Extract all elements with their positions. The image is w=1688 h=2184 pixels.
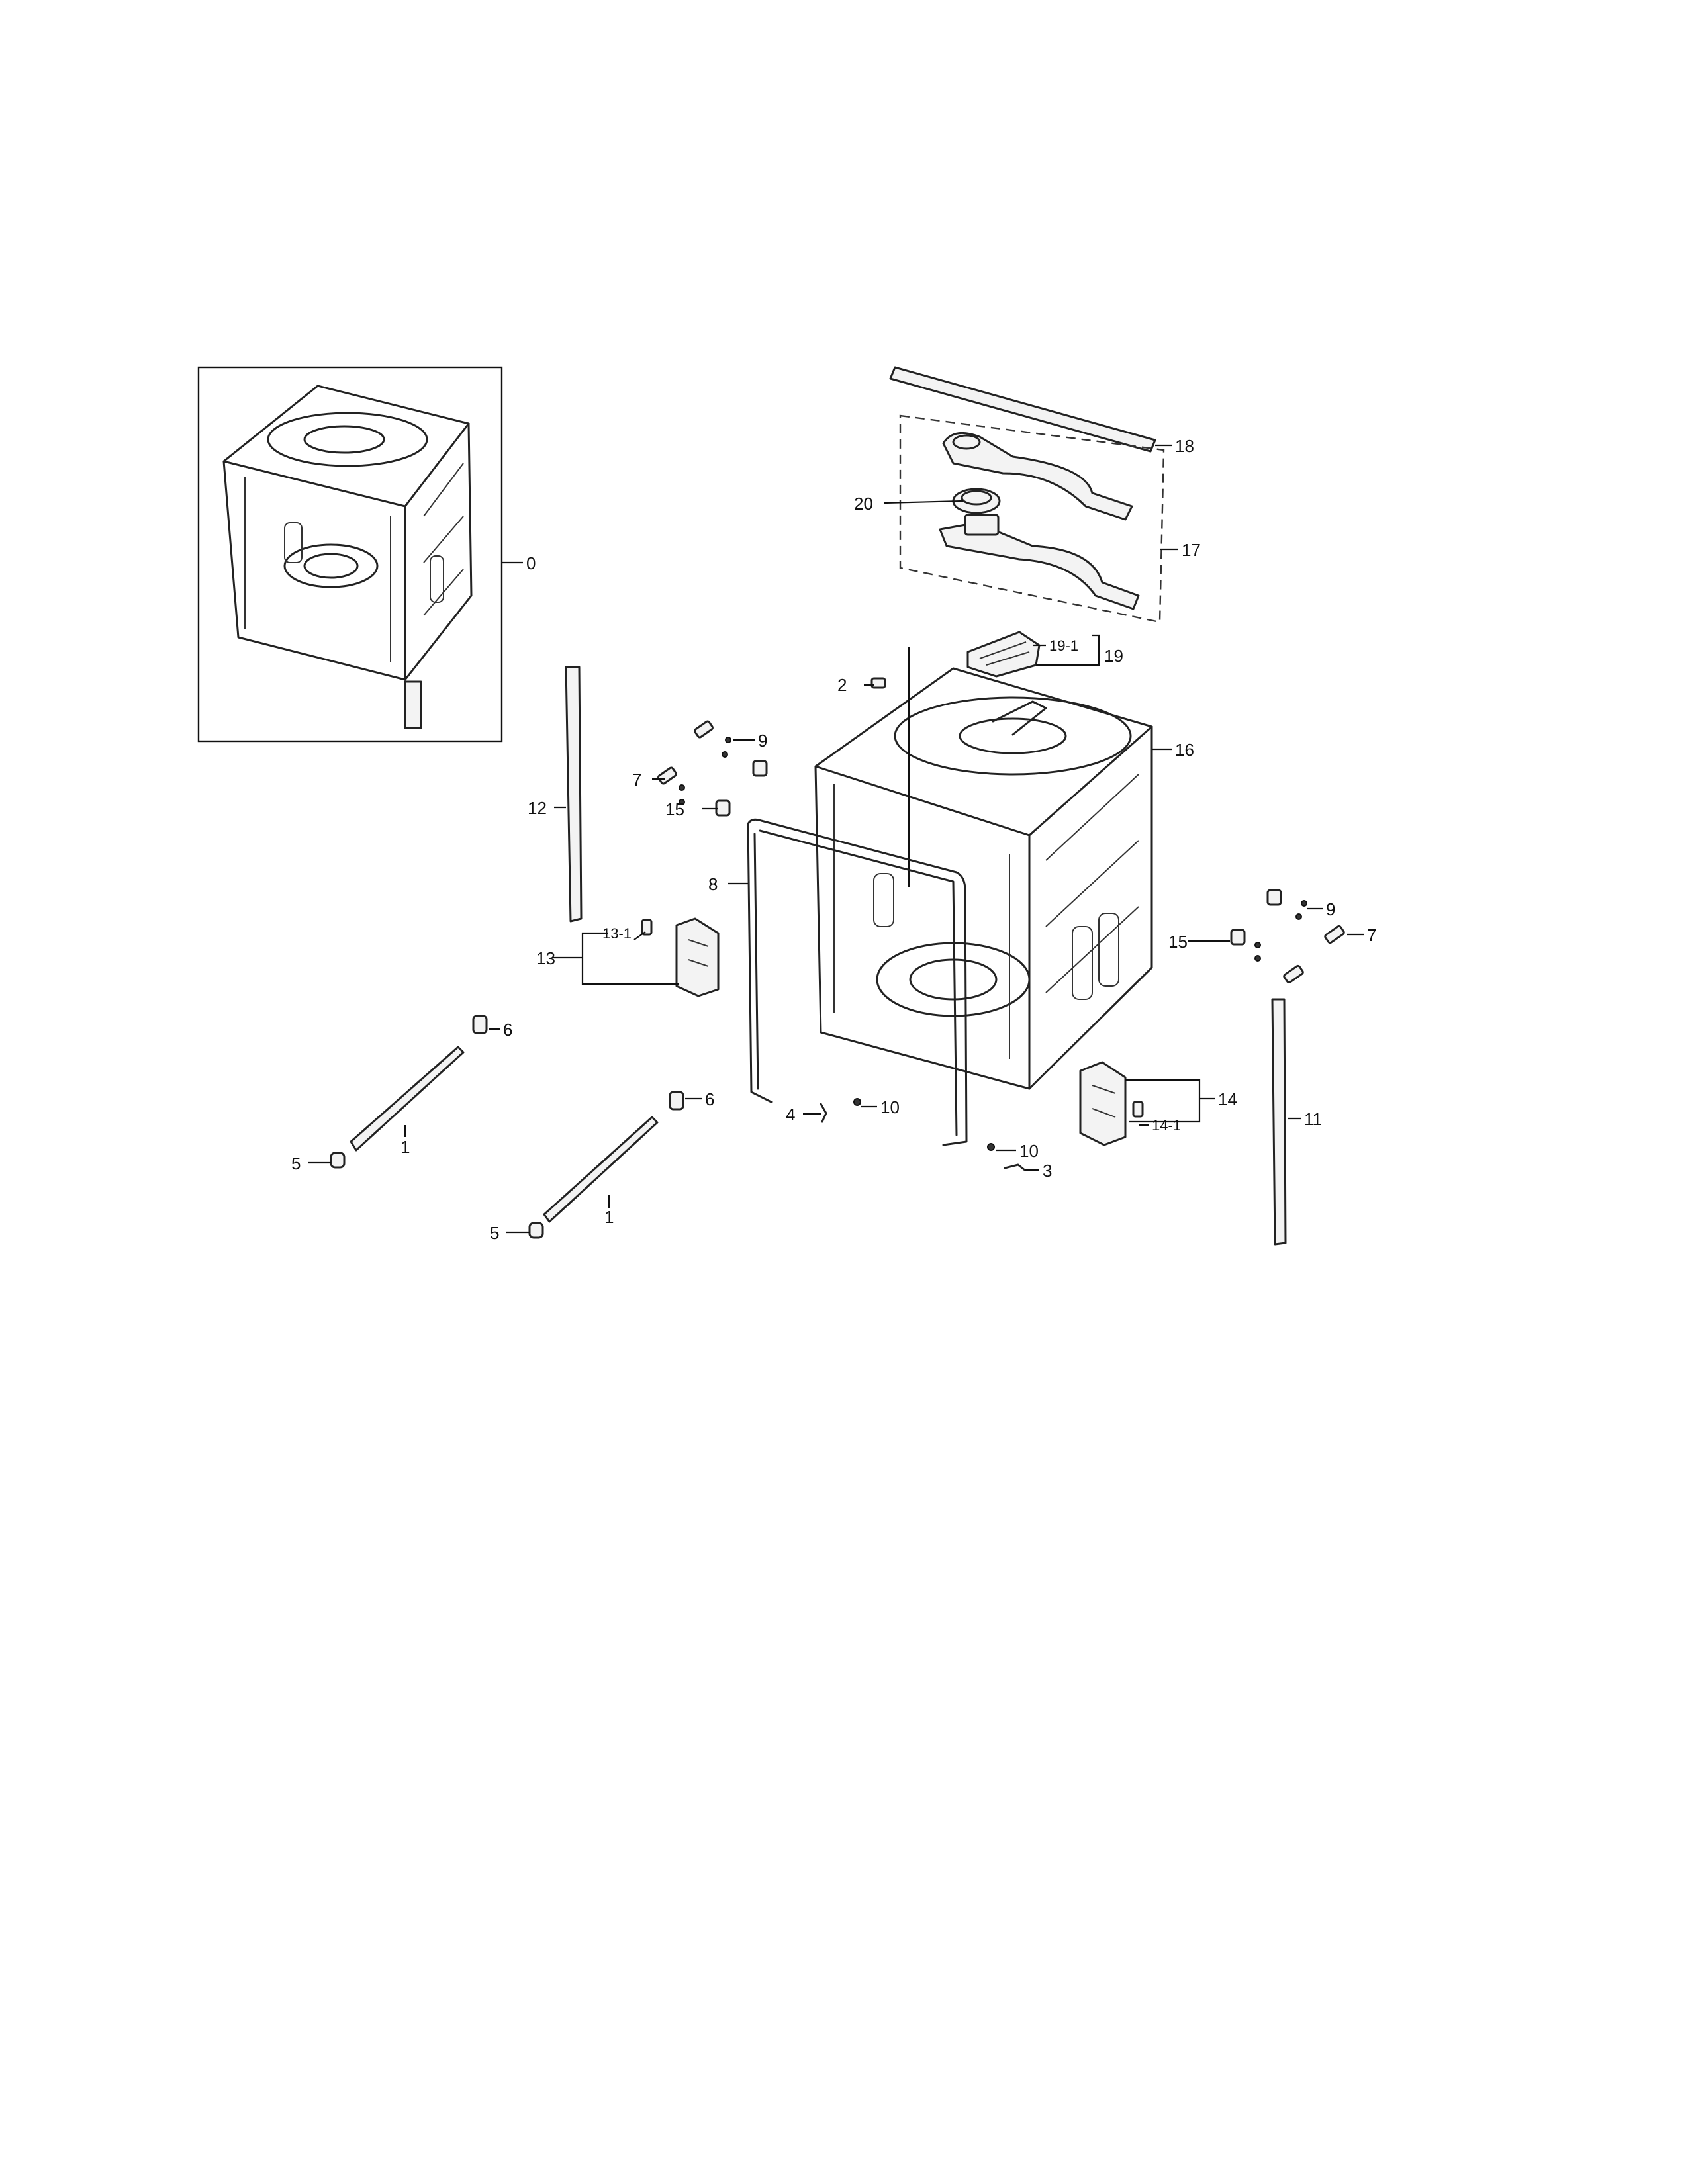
part-16-main-tub: [814, 667, 1153, 1090]
callout-10-upper: 10: [880, 1097, 900, 1117]
callout-20: 20: [854, 494, 873, 514]
part-12-side-rail: [565, 666, 583, 923]
callout-labels: 0 18 17 20 19-1 19 2 16 9 7 15 12 8 13-1…: [291, 436, 1376, 1243]
callout-3: 3: [1043, 1161, 1052, 1181]
callout-2: 2: [837, 675, 847, 695]
callout-7-left: 7: [632, 770, 641, 790]
callout-19-1: 19-1: [1049, 637, 1078, 654]
callout-5-left: 5: [291, 1154, 301, 1173]
callout-14: 14: [1218, 1089, 1237, 1109]
callout-8: 8: [708, 874, 718, 894]
part-19-bracket: [966, 631, 1041, 678]
callout-10-lower: 10: [1019, 1141, 1039, 1161]
callout-6-left: 6: [503, 1020, 512, 1040]
part-18-top-rail: [889, 366, 1156, 453]
part-8-door-gasket: [747, 818, 968, 1146]
callout-5-right: 5: [490, 1223, 499, 1243]
callout-18: 18: [1175, 436, 1194, 456]
callout-14-1: 14-1: [1152, 1117, 1181, 1134]
callout-12: 12: [528, 798, 547, 818]
callout-15-left: 15: [665, 799, 684, 819]
callout-7-right: 7: [1367, 925, 1376, 945]
callout-9-left: 9: [758, 731, 767, 751]
callout-13: 13: [536, 948, 555, 968]
callout-11: 11: [1304, 1109, 1322, 1129]
inset-assembled-tub: [197, 366, 503, 743]
callout-17: 17: [1182, 540, 1201, 560]
part-17-spray-arm-assembly: [899, 414, 1165, 623]
callout-1-right: 1: [604, 1207, 614, 1227]
small-hardware-parts: [330, 677, 1345, 1239]
part-11-side-rail: [1271, 998, 1287, 1246]
leader-lines: [308, 444, 1364, 1234]
callout-4: 4: [786, 1105, 795, 1124]
callout-19: 19: [1104, 646, 1123, 666]
callout-13-1: 13-1: [602, 925, 632, 942]
callout-1-left: 1: [400, 1137, 410, 1157]
part-1-lower-rail-left: [350, 1046, 465, 1152]
callout-15-right: 15: [1168, 932, 1188, 952]
callout-6-right: 6: [705, 1089, 714, 1109]
part-1-lower-rail-right: [543, 1116, 659, 1223]
callout-16: 16: [1175, 740, 1194, 760]
callout-0: 0: [526, 553, 536, 573]
callout-9-right: 9: [1326, 899, 1335, 919]
